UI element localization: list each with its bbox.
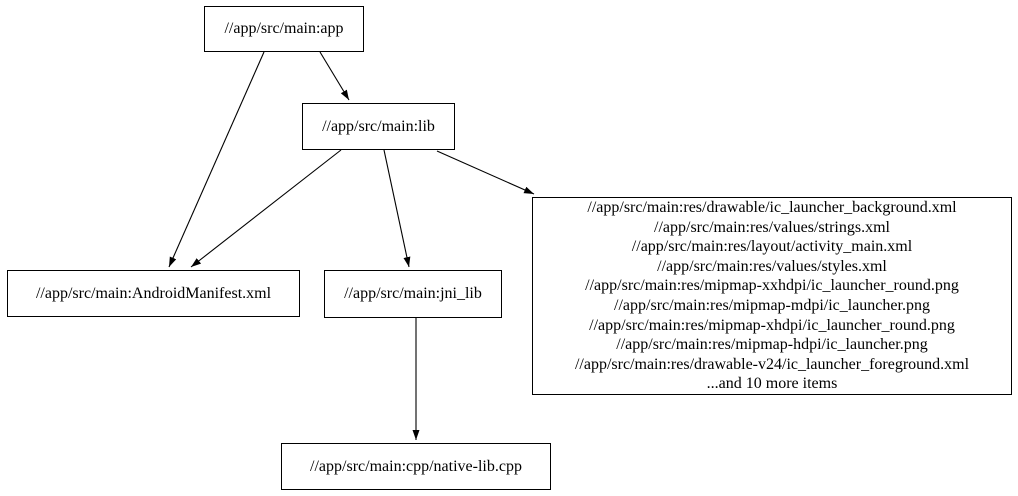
resource-line: //app/src/main:res/values/styles.xml xyxy=(657,257,887,275)
resource-line: //app/src/main:res/values/strings.xml xyxy=(654,218,890,236)
resource-line: //app/src/main:res/layout/activity_main.… xyxy=(631,238,913,256)
resource-line: //app/src/main:res/mipmap-hdpi/ic_launch… xyxy=(616,336,928,354)
resource-line: //app/src/main:res/mipmap-mdpi/ic_launch… xyxy=(614,297,930,314)
node-lib: //app/src/main:lib xyxy=(302,103,455,150)
node-android-manifest: //app/src/main:AndroidManifest.xml xyxy=(7,270,300,317)
node-app-label: //app/src/main:app xyxy=(224,20,344,38)
resource-line: //app/src/main:res/drawable-v24/ic_launc… xyxy=(574,355,970,373)
edge-app-to-android-manifest xyxy=(168,51,265,268)
edge-lib-to-android-manifest xyxy=(190,149,342,268)
node-native-lib-cpp-label: //app/src/main:cpp/native-lib.cpp xyxy=(310,457,522,475)
node-android-manifest-label: //app/src/main:AndroidManifest.xml xyxy=(35,284,272,302)
edge-lib-to-jni-lib xyxy=(383,149,411,268)
edge-lib-to-resources xyxy=(436,150,535,195)
node-resources: //app/src/main:res/drawable/ic_launcher_… xyxy=(532,197,1012,395)
resource-line: //app/src/main:res/drawable/ic_launcher_… xyxy=(587,199,957,217)
edge-app-to-lib xyxy=(319,51,350,101)
resource-line: //app/src/main:res/mipmap-xxhdpi/ic_laun… xyxy=(585,277,959,295)
resource-line-more-items: ...and 10 more items xyxy=(706,375,838,393)
node-app: //app/src/main:app xyxy=(204,6,364,52)
resource-line: //app/src/main:res/mipmap-xhdpi/ic_launc… xyxy=(589,316,955,334)
node-lib-label: //app/src/main:lib xyxy=(322,117,435,135)
node-jni-lib: //app/src/main:jni_lib xyxy=(324,270,502,318)
node-jni-lib-label: //app/src/main:jni_lib xyxy=(344,285,482,303)
node-native-lib-cpp: //app/src/main:cpp/native-lib.cpp xyxy=(281,443,551,490)
